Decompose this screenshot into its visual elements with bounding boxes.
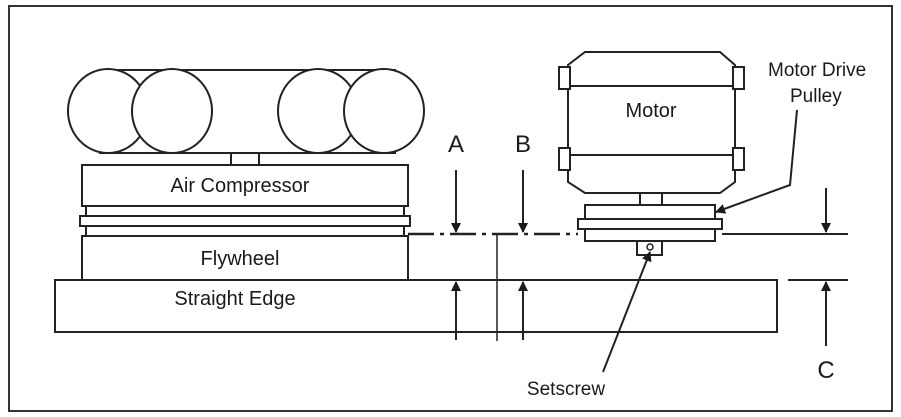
setscrew-label: Setscrew — [527, 379, 605, 400]
straight-edge — [54, 279, 778, 333]
motor-drive-pulley-label-2: Pulley — [790, 86, 842, 107]
motor-drive-pulley-label-1: Motor Drive — [768, 60, 866, 81]
compressor-tanks — [67, 68, 425, 166]
point-b-label: B — [515, 131, 531, 158]
point-c-label: C — [817, 357, 834, 384]
air-compressor-body — [81, 164, 409, 207]
setscrew-leader — [602, 251, 652, 373]
motor-drive-pulley-leader — [715, 109, 798, 214]
flywheel-rim — [79, 205, 411, 237]
motor-drive-pulley — [577, 204, 723, 256]
motor-label: Motor — [625, 100, 676, 122]
flywheel-label: Flywheel — [201, 248, 280, 270]
air-compressor-label: Air Compressor — [171, 175, 310, 197]
straight-edge-label: Straight Edge — [174, 288, 295, 310]
setscrew-dot — [646, 243, 654, 251]
point-a-label: A — [448, 131, 464, 158]
motor-assembly — [558, 51, 745, 206]
